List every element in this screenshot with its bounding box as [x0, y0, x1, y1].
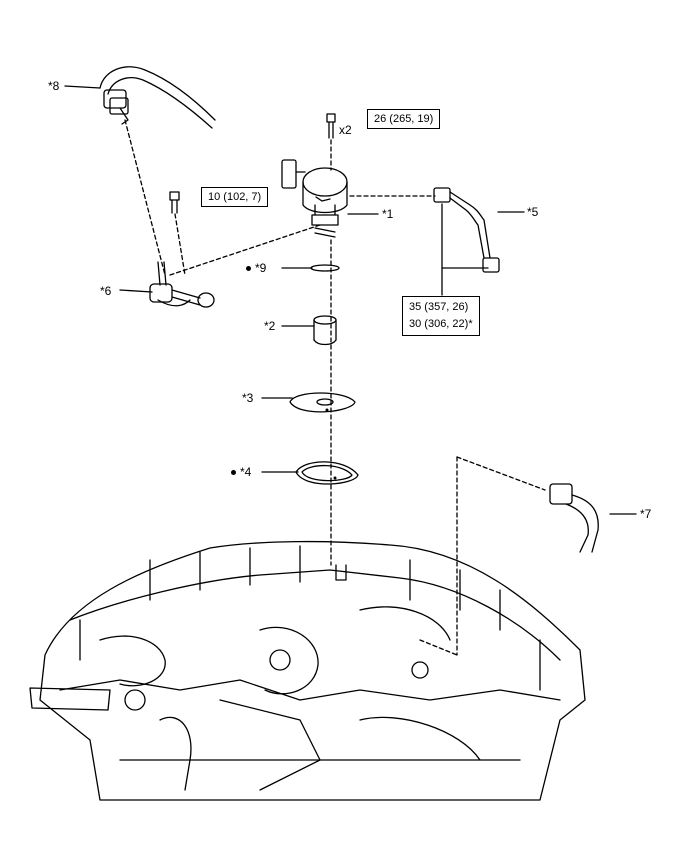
label-part-1: *1	[382, 207, 394, 221]
label-part-7: *7	[640, 507, 652, 521]
torque-box-bolt-left: 10 (102, 7)	[201, 187, 269, 207]
label-part-9-wrap: *9	[246, 261, 266, 275]
fuel-pump-part-1	[281, 159, 348, 238]
torque-pipe-line-1: 35 (357, 26)	[409, 301, 469, 313]
fuel-pipe-part-6	[149, 261, 215, 308]
torque-pipe-line-2: 30 (306, 22)*	[409, 318, 473, 330]
marker-dot	[231, 470, 236, 476]
label-part-4-wrap: *4	[231, 465, 251, 479]
fuel-hose-part-7	[549, 483, 599, 553]
label-part-8: *8	[48, 79, 60, 93]
dashed-line-hose-to-pipe	[124, 119, 166, 276]
label-part-5: *5	[527, 205, 539, 219]
bolt-left	[169, 191, 180, 214]
label-part-3: *3	[242, 391, 254, 405]
fuel-hose-part-8	[99, 66, 216, 129]
bolt-quantity: x2	[339, 123, 352, 137]
engine-assembly	[29, 540, 586, 801]
gasket-part-4	[295, 461, 359, 485]
lifter-part-2	[313, 315, 337, 346]
marker-dot	[246, 266, 251, 272]
insulator-part-3	[289, 392, 356, 413]
torque-box-bolt-top: 26 (265, 19)	[367, 109, 441, 129]
label-part-6: *6	[100, 284, 112, 298]
label-part-9: *9	[255, 261, 267, 275]
label-part-2: *2	[264, 319, 276, 333]
bolt-top	[326, 113, 336, 139]
o-ring-part-9	[310, 264, 340, 272]
torque-box-fuel-pipe: 35 (357, 26) 30 (306, 22)*	[402, 296, 480, 336]
label-part-4: *4	[240, 465, 252, 479]
fuel-pipe-part-5	[433, 187, 500, 273]
